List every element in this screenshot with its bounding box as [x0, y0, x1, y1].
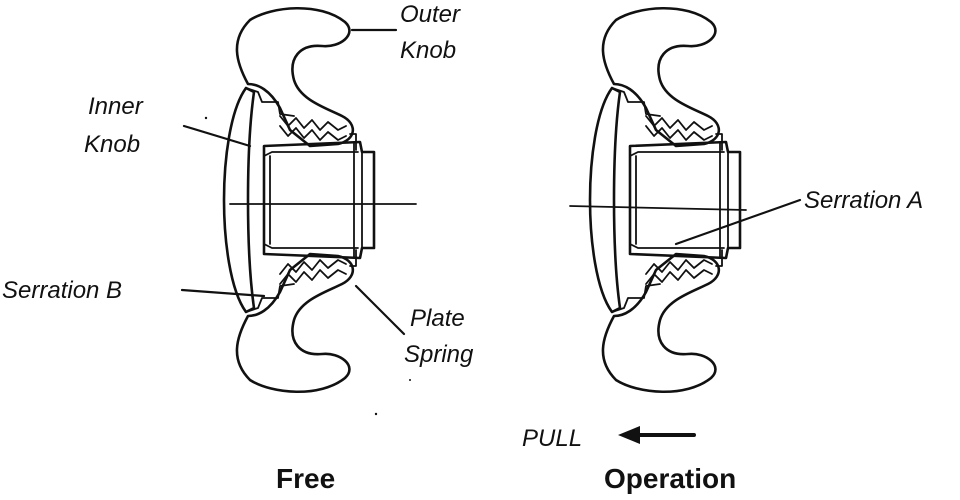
inner-knob-label-line1: Inner [88, 93, 144, 120]
plate-spring-label-line1: Plate [410, 305, 465, 332]
free-assembly [222, 6, 417, 394]
scan-speck [409, 379, 411, 381]
serration-b-leader [180, 288, 266, 298]
operation-caption: Operation [604, 463, 736, 494]
plate-spring-leader [354, 284, 406, 336]
serration-b-label: Serration B [2, 277, 122, 304]
scan-speck [204, 116, 208, 120]
serration-a-label: Serration A [804, 187, 923, 214]
pull-arrow-icon [618, 426, 696, 444]
serration-a-leader [674, 198, 802, 246]
inner-knob-leader [182, 124, 252, 148]
pull-label: PULL [522, 425, 582, 452]
outer-knob-label-line1: Outer [400, 1, 461, 28]
outer-knob-label-line2: Knob [400, 37, 456, 64]
operation-assembly [569, 6, 747, 394]
free-caption: Free [276, 463, 335, 494]
scan-speck [374, 412, 378, 416]
plate-spring-label-line2: Spring [404, 341, 474, 368]
inner-knob-label-line2: Knob [84, 131, 140, 158]
